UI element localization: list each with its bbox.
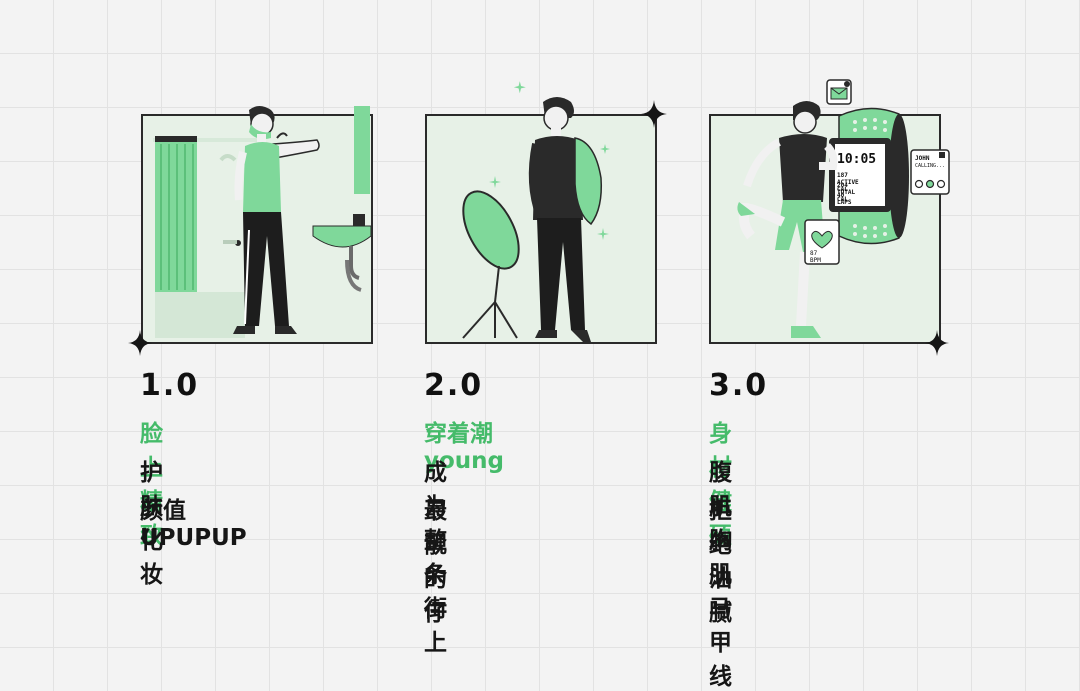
card-3-title: 身材健硕 <box>709 421 732 549</box>
caller-name: JOHN <box>915 155 930 162</box>
card-1-illustration <box>153 106 372 338</box>
call-notification <box>910 149 950 195</box>
sparkle-icon <box>641 100 667 128</box>
card-1-title: 脸上精致 <box>140 421 163 549</box>
man-with-jacket <box>528 97 603 342</box>
mail-icon <box>826 79 852 105</box>
card-1-line-1: 护肤化妆 <box>140 460 163 588</box>
man-brushing-teeth <box>233 106 320 334</box>
card-3-number: 3.0 <box>709 368 769 403</box>
card-2-number: 2.0 <box>424 368 484 403</box>
watch-time: 10:05 <box>837 152 877 167</box>
heart-icon <box>804 219 840 265</box>
photo-softbox <box>462 190 520 339</box>
card-1-line-2: 颜值UPUPUP <box>140 498 247 551</box>
card-1-number: 1.0 <box>140 368 200 403</box>
caller-status: CALLING... <box>915 163 946 169</box>
card-3-line-2: 拒绝油腻 <box>709 498 732 626</box>
sparkle-icon <box>925 330 949 356</box>
heart-rate: 87 BPM <box>810 250 821 264</box>
watch-stat-2: 204 TOTAL CAL <box>837 182 856 203</box>
sparkle-icon <box>128 330 152 356</box>
card-2-line-2: 最靓的仔 <box>424 498 447 626</box>
watch-stat-3: 40 LAPS <box>837 192 852 206</box>
card-3-illustration <box>737 79 950 338</box>
card-2-illustration <box>462 81 610 342</box>
card-2-title: 穿着潮young <box>424 421 505 474</box>
volume-icon <box>939 152 945 158</box>
watch-stat-1: 187 ACTIVE CAL <box>837 172 859 193</box>
man-stretching <box>737 101 838 338</box>
smartwatch <box>829 107 909 245</box>
shower-curtain <box>155 136 197 292</box>
